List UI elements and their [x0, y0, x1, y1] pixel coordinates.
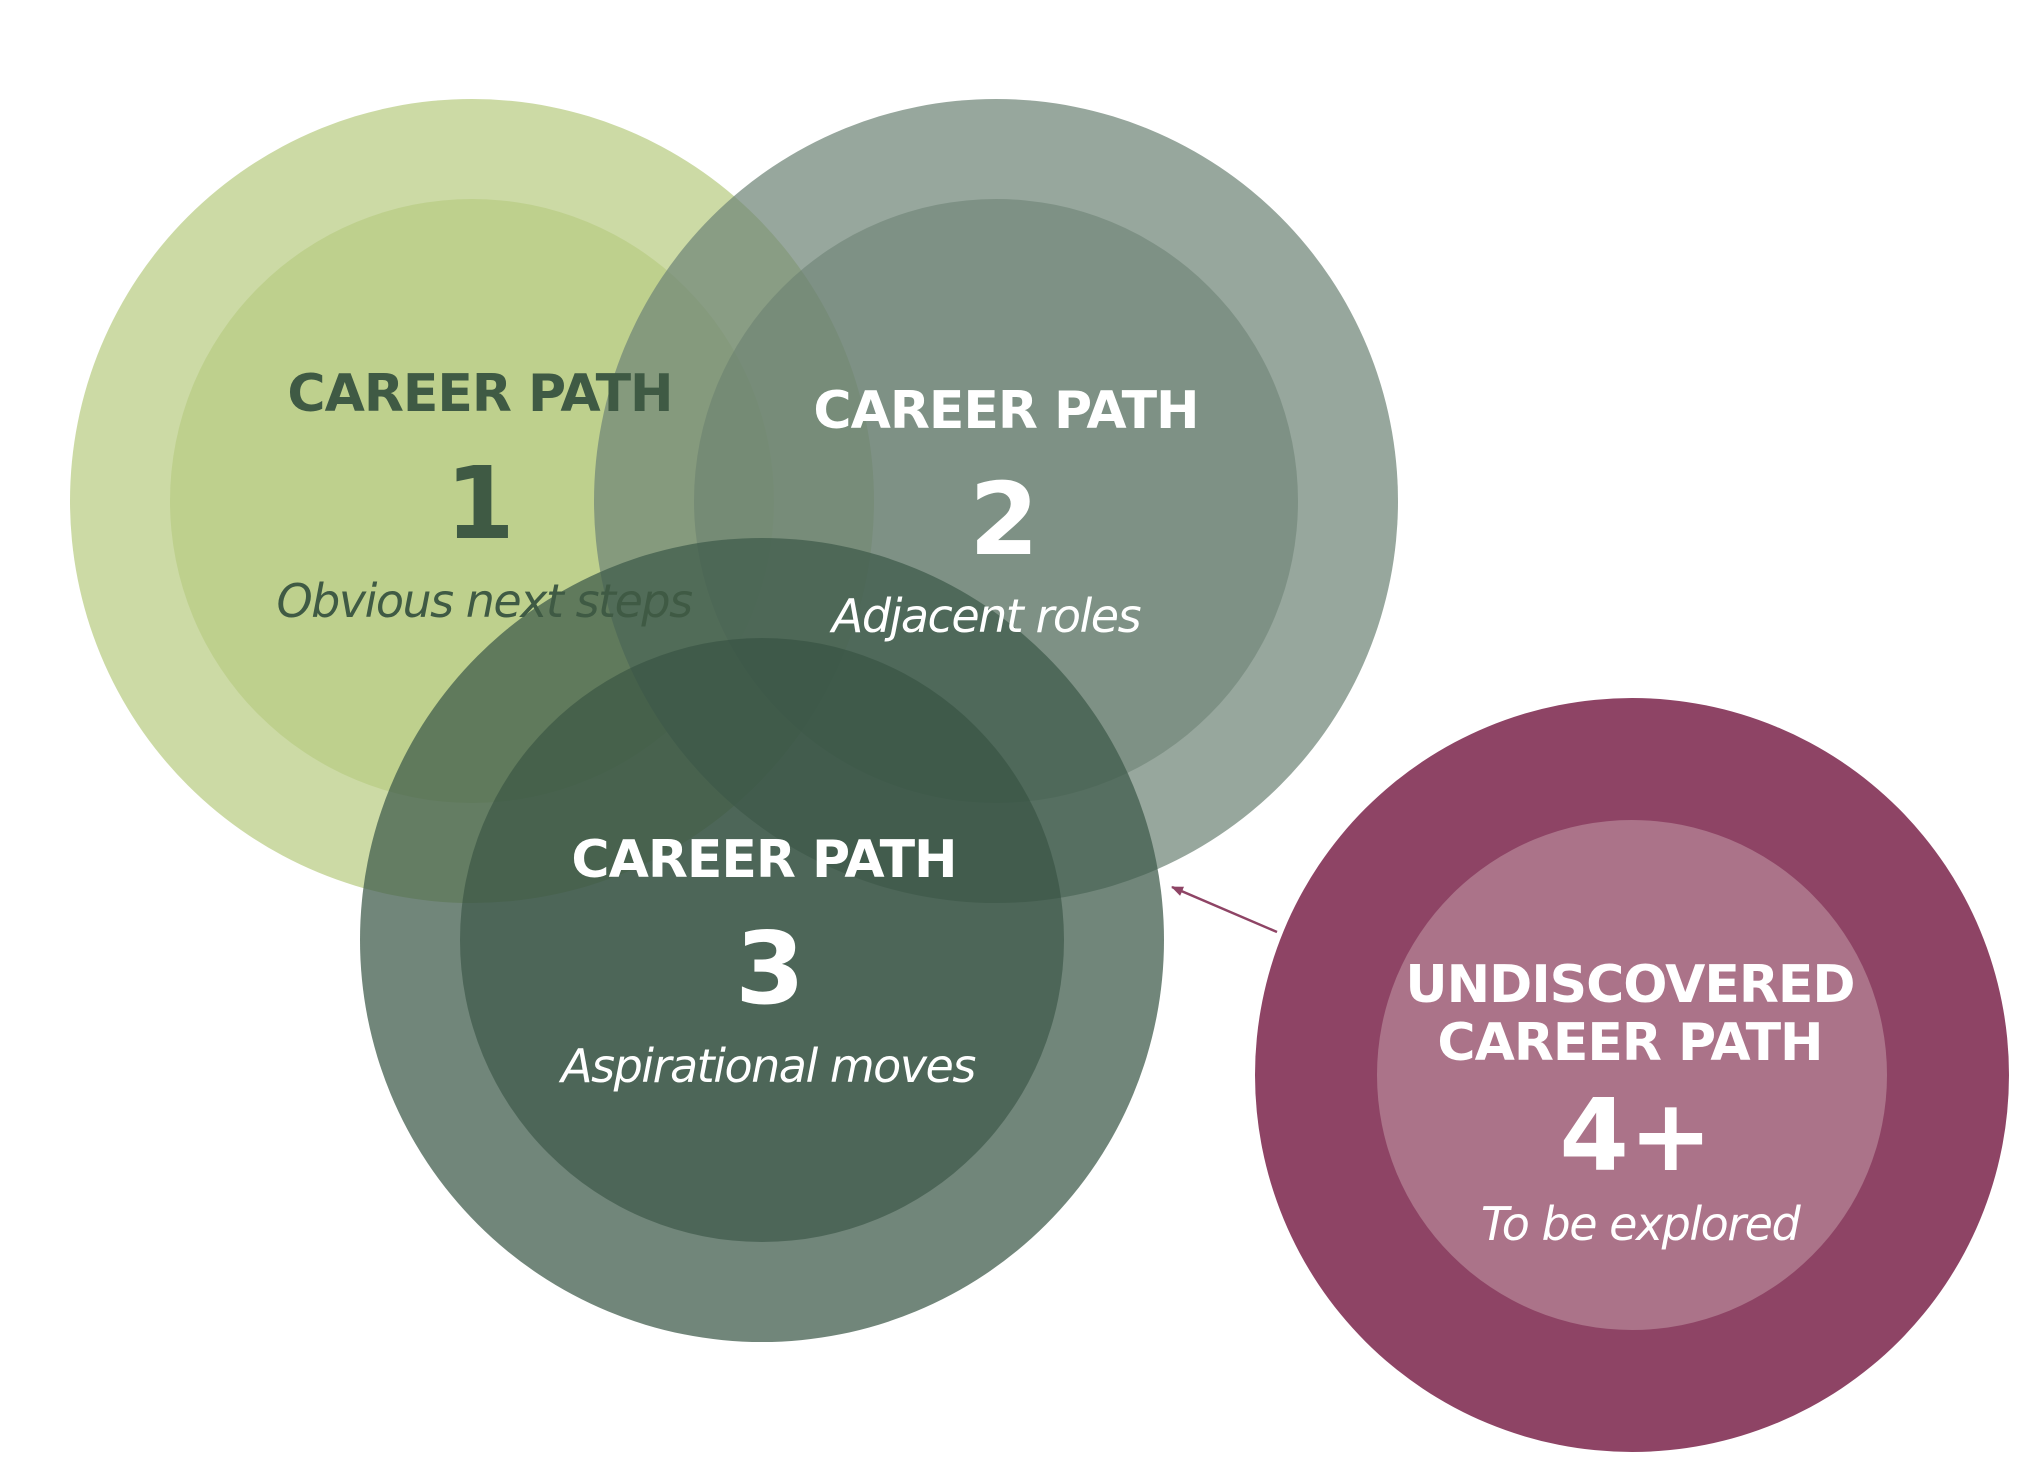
career-path-3-label: CAREER PATH 3 Aspirational moves [558, 830, 977, 1093]
career-path-1-number: 1 [445, 445, 515, 562]
connector-arrow [1171, 885, 1278, 934]
career-path-3-inner-circle [460, 638, 1064, 1242]
career-path-2-subtitle: Adjacent roles [829, 589, 1141, 643]
career-path-4-circle [1255, 698, 2009, 1452]
career-path-4-inner-circle [1377, 820, 1887, 1330]
career-path-3-subtitle: Aspirational moves [558, 1039, 975, 1093]
career-path-4-heading-line1: UNDISCOVERED [1405, 955, 1854, 1015]
career-path-4-label: UNDISCOVERED CAREER PATH 4+ To be explor… [1405, 955, 1855, 1251]
career-path-3-heading: CAREER PATH [571, 830, 956, 890]
career-path-1-subtitle: Obvious next steps [276, 574, 692, 628]
career-path-2-heading: CAREER PATH [813, 381, 1198, 441]
career-path-4-number: 4+ [1559, 1077, 1712, 1194]
career-path-2-number: 2 [969, 461, 1039, 578]
career-path-4-heading-line2: CAREER PATH [1437, 1013, 1822, 1073]
career-path-1-heading: CAREER PATH [287, 364, 672, 424]
career-path-2-label: CAREER PATH 2 Adjacent roles [813, 381, 1199, 643]
career-path-4-subtitle: To be explored [1481, 1197, 1802, 1251]
career-path-1-label: CAREER PATH 1 Obvious next steps [276, 364, 693, 628]
career-path-3-circle [360, 538, 1164, 1342]
career-path-3-number: 3 [735, 910, 805, 1027]
